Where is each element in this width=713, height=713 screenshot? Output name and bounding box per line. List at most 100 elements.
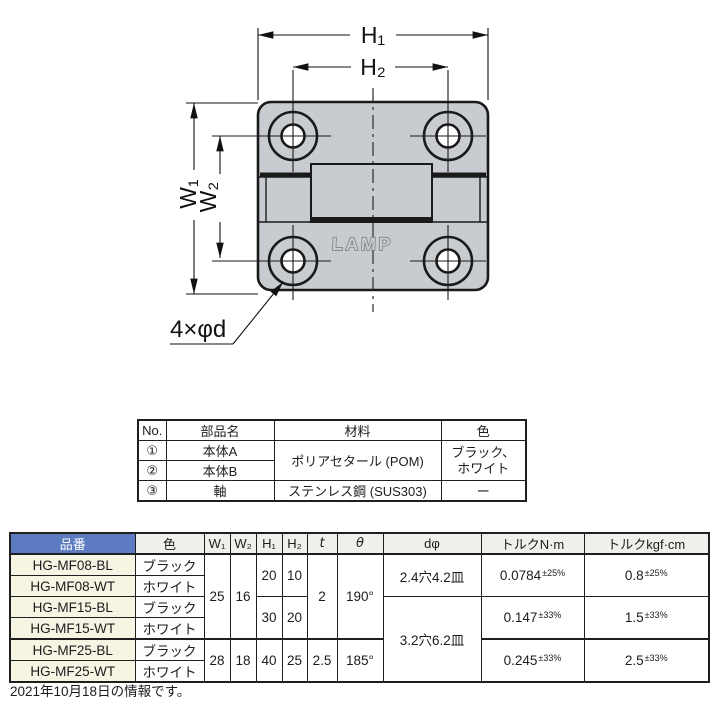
spec-table-header-row: 品番 色 W₁ W₂ H₁ H₂ t θ dφ トルクN·m トルクkgf·cm — [9, 532, 710, 555]
tolerance: ±33% — [538, 610, 562, 620]
h2-cell: 20 — [281, 596, 308, 640]
tolerance: ±33% — [644, 653, 668, 663]
spec-header-h2: H₂ — [281, 532, 308, 555]
w2-cell: 18 — [229, 638, 257, 683]
parts-table-header-row: No. 部品名 材料 色 — [137, 419, 527, 441]
tolerance: ±33% — [644, 610, 668, 620]
color-pom-line1: ブラック、 — [451, 445, 516, 461]
info-date-note: 2021年10月18日の情報です。 — [10, 684, 191, 699]
tolerance: ±25% — [542, 568, 566, 578]
tolerance: ±33% — [538, 653, 562, 663]
parts-header-name: 部品名 — [165, 419, 275, 441]
tolerance: ±25% — [644, 568, 668, 578]
hinge-knuckle-tab — [310, 163, 433, 223]
part-no-cell: ① — [137, 440, 167, 461]
spec-row-mf08-bl: HG-MF08-BL ブラック 25 16 20 10 2 190° 2.4穴4… — [9, 553, 710, 640]
torque-value: 1.5 — [624, 610, 644, 625]
torque-kgf-cell: 1.5±33% — [583, 596, 710, 640]
color-pom-line2: ホワイト — [457, 460, 510, 476]
color-cell: ホワイト — [134, 575, 205, 597]
parts-material-table: No. 部品名 材料 色 ① 本体A ポリアセタール (POM) ブラック、 ホ… — [137, 419, 527, 502]
color-cell: ブラック — [134, 638, 205, 661]
torque-value: 2.5 — [624, 653, 644, 668]
dimension-w1: W₁ — [175, 102, 258, 295]
spec-header-w1: W₁ — [203, 532, 231, 555]
spec-row-mf08-wt: HG-MF08-WT ホワイト — [9, 575, 709, 597]
color-cell: ホワイト — [134, 660, 205, 683]
torque-nm-cell: 0.147±33% — [480, 596, 585, 640]
h1-cell: 30 — [255, 596, 283, 640]
torque-value: 0.147 — [503, 610, 538, 625]
h1-cell: 40 — [255, 638, 283, 683]
part-number-cell: HG-MF25-WT — [9, 660, 136, 683]
spec-row-mf15-bl: HG-MF15-BL ブラック 30 20 3.2穴6.2皿 0.147±33%… — [9, 596, 710, 683]
part-no-cell: ② — [137, 460, 167, 481]
color-cell: ホワイト — [134, 617, 205, 640]
torque-nm-cell: 0.0784±25% — [480, 553, 585, 597]
spec-header-part-no: 品番 — [9, 532, 136, 555]
mounting-holes — [212, 70, 486, 300]
w1-cell: 28 — [203, 638, 231, 683]
w1-label: W₁ — [175, 179, 201, 209]
hole-top-right — [410, 70, 486, 172]
t-cell: 2.5 — [306, 638, 338, 683]
w2-label: W₂ — [195, 182, 221, 213]
parts-row-body-b: ② 本体B — [137, 460, 526, 481]
color-pom-cell: ブラック、 ホワイト — [440, 440, 527, 481]
part-name-cell: 本体A — [165, 440, 275, 461]
torque-kgf-cell: 2.5±33% — [583, 638, 710, 683]
spec-header-d: dφ — [382, 532, 482, 555]
torque-value: 0.245 — [503, 653, 538, 668]
color-cell: ブラック — [134, 553, 205, 576]
spec-header-h1: H₁ — [255, 532, 283, 555]
part-number-cell: HG-MF25-BL — [9, 638, 136, 661]
material-pom-cell: ポリアセタール (POM) — [273, 440, 442, 481]
parts-row-body-a: ① 本体A ポリアセタール (POM) ブラック、 ホワイト — [137, 440, 527, 481]
dimension-w2: W₂ — [195, 136, 224, 258]
spec-header-color: 色 — [134, 532, 205, 555]
h1-cell: 20 — [255, 553, 283, 597]
part-number-cell: HG-MF08-BL — [9, 553, 136, 576]
part-number-cell: HG-MF08-WT — [9, 575, 136, 597]
theta-cell: 190° — [336, 553, 384, 640]
w1-cell: 25 — [203, 553, 231, 640]
torque-value: 0.8 — [624, 568, 644, 583]
part-name-cell: 本体B — [165, 460, 275, 481]
torque-value: 0.0784 — [499, 568, 542, 583]
color-cell: ブラック — [134, 596, 205, 618]
h2-cell: 10 — [281, 553, 308, 597]
spec-row-mf15-wt: HG-MF15-WT ホワイト — [9, 617, 709, 640]
h1-label: H₁ — [361, 22, 386, 48]
spec-header-w2: W₂ — [229, 532, 257, 555]
spec-row-mf25-bl: HG-MF25-BL ブラック 28 18 40 25 2.5 185° 0.2… — [9, 638, 710, 683]
h2-label: H₂ — [360, 54, 386, 80]
material-sus-cell: ステンレス鋼 (SUS303) — [273, 480, 442, 502]
spec-header-torque-nm: トルクN·m — [480, 532, 585, 555]
dimension-h2: H₂ — [293, 54, 448, 80]
dimension-h1: H₁ — [257, 22, 489, 100]
spec-header-torque-kgf: トルクkgf·cm — [583, 532, 710, 555]
spec-header-theta: θ — [336, 532, 384, 555]
torque-kgf-cell: 0.8±25% — [583, 553, 710, 597]
lamp-logo: LAMP — [332, 234, 394, 254]
hole-top-left — [212, 70, 331, 172]
spec-row-mf25-wt: HG-MF25-WT ホワイト — [9, 660, 709, 683]
part-number-cell: HG-MF15-BL — [9, 596, 136, 618]
holes-callout: 4×φd — [170, 281, 284, 345]
spec-header-t: t — [306, 532, 338, 555]
hole-bottom-right — [410, 225, 486, 300]
part-number-cell: HG-MF15-WT — [9, 617, 136, 640]
parts-row-shaft: ③ 軸 ステンレス鋼 (SUS303) ー — [137, 480, 527, 502]
h2-cell: 25 — [281, 638, 308, 683]
parts-header-material: 材料 — [273, 419, 442, 441]
hole-bottom-left — [212, 225, 331, 300]
hinge-diagram: H₁ H₂ W₁ W₂ LAMP 4×φd — [170, 22, 490, 345]
part-name-cell: 軸 — [165, 480, 275, 502]
part-no-cell: ③ — [137, 480, 167, 502]
t-cell: 2 — [306, 553, 338, 640]
spec-table: 品番 色 W₁ W₂ H₁ H₂ t θ dφ トルクN·m トルクkgf·cm… — [9, 532, 710, 683]
d-cell: 2.4穴4.2皿 — [382, 553, 482, 597]
color-sus-cell: ー — [440, 480, 527, 502]
parts-header-color: 色 — [440, 419, 527, 441]
w2-cell: 16 — [229, 553, 257, 640]
